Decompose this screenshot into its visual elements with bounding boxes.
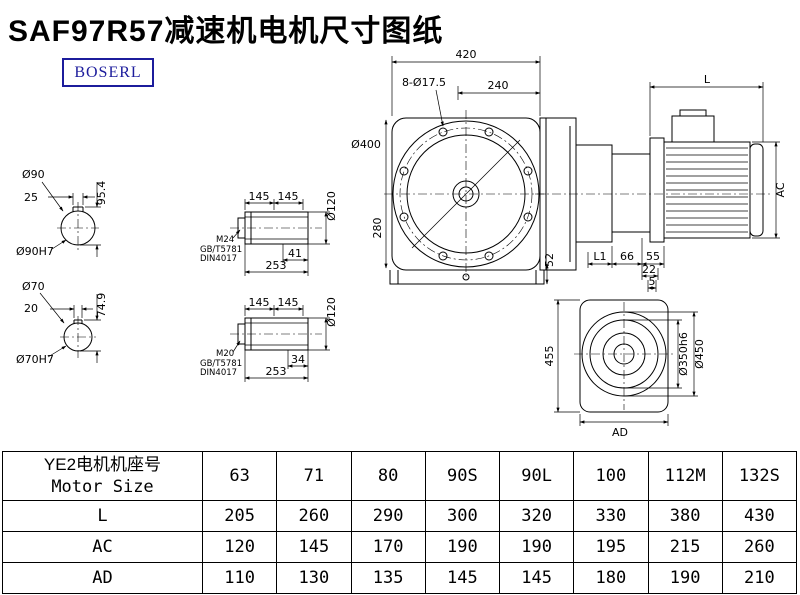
- table-cell: 130: [276, 562, 352, 594]
- gearmotor-side-view: L AC: [535, 73, 787, 271]
- shaft-detail-top: 145 145 Ø120 M24 GB/T5781 DIN4017 41 253: [200, 190, 338, 276]
- dim-41: 41: [288, 247, 302, 260]
- table-cell: 215: [647, 531, 723, 563]
- table-cell: 260: [276, 500, 352, 532]
- dim-145-b: 145: [278, 190, 299, 203]
- bolt-hole-note: 8-Ø17.5: [402, 76, 446, 89]
- frame-size-132S: 132S: [721, 451, 798, 501]
- std-gbt5781-top: GB/T5781: [200, 245, 242, 255]
- dim-5: 5: [649, 275, 656, 288]
- dim-55: 55: [646, 250, 660, 263]
- dim-diameter-70: Ø70: [22, 280, 45, 293]
- dim-AC: AC: [774, 182, 787, 197]
- table-cell: 195: [573, 531, 649, 563]
- dim-420: 420: [456, 48, 477, 61]
- table-cell: 205: [201, 500, 278, 532]
- dim-145-a: 145: [249, 190, 270, 203]
- table-cell: 380: [647, 500, 723, 532]
- motor-size-label-en: Motor Size: [51, 477, 154, 497]
- dim-253-bottom: 253: [266, 365, 287, 378]
- table-cell: 190: [424, 531, 501, 563]
- fan-cover: [749, 143, 764, 237]
- frame-size-71: 71: [276, 451, 352, 501]
- table-header-label: YE2电机机座号 Motor Size: [2, 451, 203, 501]
- bore-section-90: Ø90 25 95.4 Ø90H7: [16, 168, 108, 258]
- technical-drawing: 420 240 8-Ø17.5 Ø400 280 52: [16, 48, 787, 439]
- terminal-box: [671, 115, 715, 143]
- row-label-AD: AD: [2, 562, 203, 594]
- dim-145-c: 145: [249, 296, 270, 309]
- table-cell: 145: [424, 562, 501, 594]
- table-cell: 430: [721, 500, 798, 532]
- table-cell: 320: [498, 500, 575, 532]
- bore-section-70: Ø70 20 74.9 Ø70H7: [16, 280, 108, 366]
- table-cell: 180: [573, 562, 649, 594]
- dim-diameter-350: Ø350h6: [677, 332, 690, 376]
- fit-90H7: Ø90H7: [16, 245, 54, 258]
- dim-diameter-120-bottom: Ø120: [325, 297, 338, 327]
- boserl-logo: BOSERL: [62, 58, 154, 87]
- table-cell: 210: [721, 562, 798, 594]
- table-cell: 145: [498, 562, 575, 594]
- frame-size-112M: 112M: [647, 451, 723, 501]
- dim-L: L: [704, 73, 711, 86]
- dim-keyway-25: 25: [24, 191, 38, 204]
- adapter-dimensions: L1 66 55 22 5: [587, 238, 665, 292]
- std-din4017-top: DIN4017: [200, 254, 237, 264]
- dim-L1: L1: [593, 250, 606, 263]
- dim-key-height-95-4: 95.4: [95, 181, 108, 206]
- table-cell: 145: [276, 531, 352, 563]
- table-cell: 110: [201, 562, 278, 594]
- thread-M24: M24: [216, 235, 234, 245]
- dim-key-height-74-9: 74.9: [95, 293, 108, 318]
- dim-diameter-120-top: Ø120: [325, 191, 338, 221]
- table-row-AC: AC 120 145 170 190 190 195 215 260: [2, 531, 798, 563]
- row-label-AC: AC: [2, 531, 203, 563]
- dim-AD: AD: [612, 426, 628, 439]
- dim-diameter-90: Ø90: [22, 168, 45, 181]
- dim-34: 34: [291, 353, 305, 366]
- table-cell: 300: [424, 500, 501, 532]
- dim-455: 455: [543, 346, 556, 367]
- dim-22: 22: [642, 263, 656, 276]
- motor-size-table: YE2电机机座号 Motor Size 63 71 80 90S 90L 100…: [2, 451, 798, 594]
- fit-70H7: Ø70H7: [16, 353, 54, 366]
- table-row-L: L 205 260 290 300 320 330 380 430: [2, 500, 798, 532]
- frame-size-100: 100: [573, 451, 649, 501]
- shaft-detail-bottom: 145 145 Ø120 M20 GB/T5781 DIN4017 34 253: [200, 296, 338, 382]
- dim-253-top: 253: [266, 259, 287, 272]
- frame-size-90S: 90S: [424, 451, 501, 501]
- table-cell: 120: [201, 531, 278, 563]
- dim-280: 280: [371, 218, 384, 239]
- row-label-L: L: [2, 500, 203, 532]
- table-cell: 260: [721, 531, 798, 563]
- gearbox-front-view: 420 240 8-Ø17.5 Ø400 280 52: [351, 48, 556, 285]
- dim-keyway-20: 20: [24, 302, 38, 315]
- motor-size-label-cn: YE2电机机座号: [43, 454, 162, 474]
- dim-52: 52: [543, 253, 556, 267]
- table-cell: 170: [350, 531, 426, 563]
- dim-diameter-450: Ø450: [693, 339, 706, 369]
- table-cell: 135: [350, 562, 426, 594]
- dim-145-d: 145: [278, 296, 299, 309]
- table-cell: 190: [498, 531, 575, 563]
- dim-66: 66: [620, 250, 634, 263]
- frame-size-90L: 90L: [498, 451, 575, 501]
- page-title: SAF97R57减速机电机尺寸图纸: [8, 15, 444, 48]
- table-cell: 330: [573, 500, 649, 532]
- boserl-logo-text: BOSERL: [74, 63, 142, 81]
- table-cell: 190: [647, 562, 723, 594]
- table-cell: 290: [350, 500, 426, 532]
- dim-240: 240: [488, 79, 509, 92]
- table-row-AD: AD 110 130 135 145 145 180 190 210: [2, 562, 798, 594]
- thread-M20: M20: [216, 349, 234, 359]
- std-gbt5781-bottom: GB/T5781: [200, 359, 242, 369]
- frame-size-63: 63: [201, 451, 278, 501]
- dim-diameter-400: Ø400: [351, 138, 381, 151]
- std-din4017-bottom: DIN4017: [200, 368, 237, 378]
- table-header-row: YE2电机机座号 Motor Size 63 71 80 90S 90L 100…: [2, 451, 798, 501]
- output-flange-view: Ø350h6 Ø450 455 AD: [543, 299, 706, 439]
- frame-size-80: 80: [350, 451, 426, 501]
